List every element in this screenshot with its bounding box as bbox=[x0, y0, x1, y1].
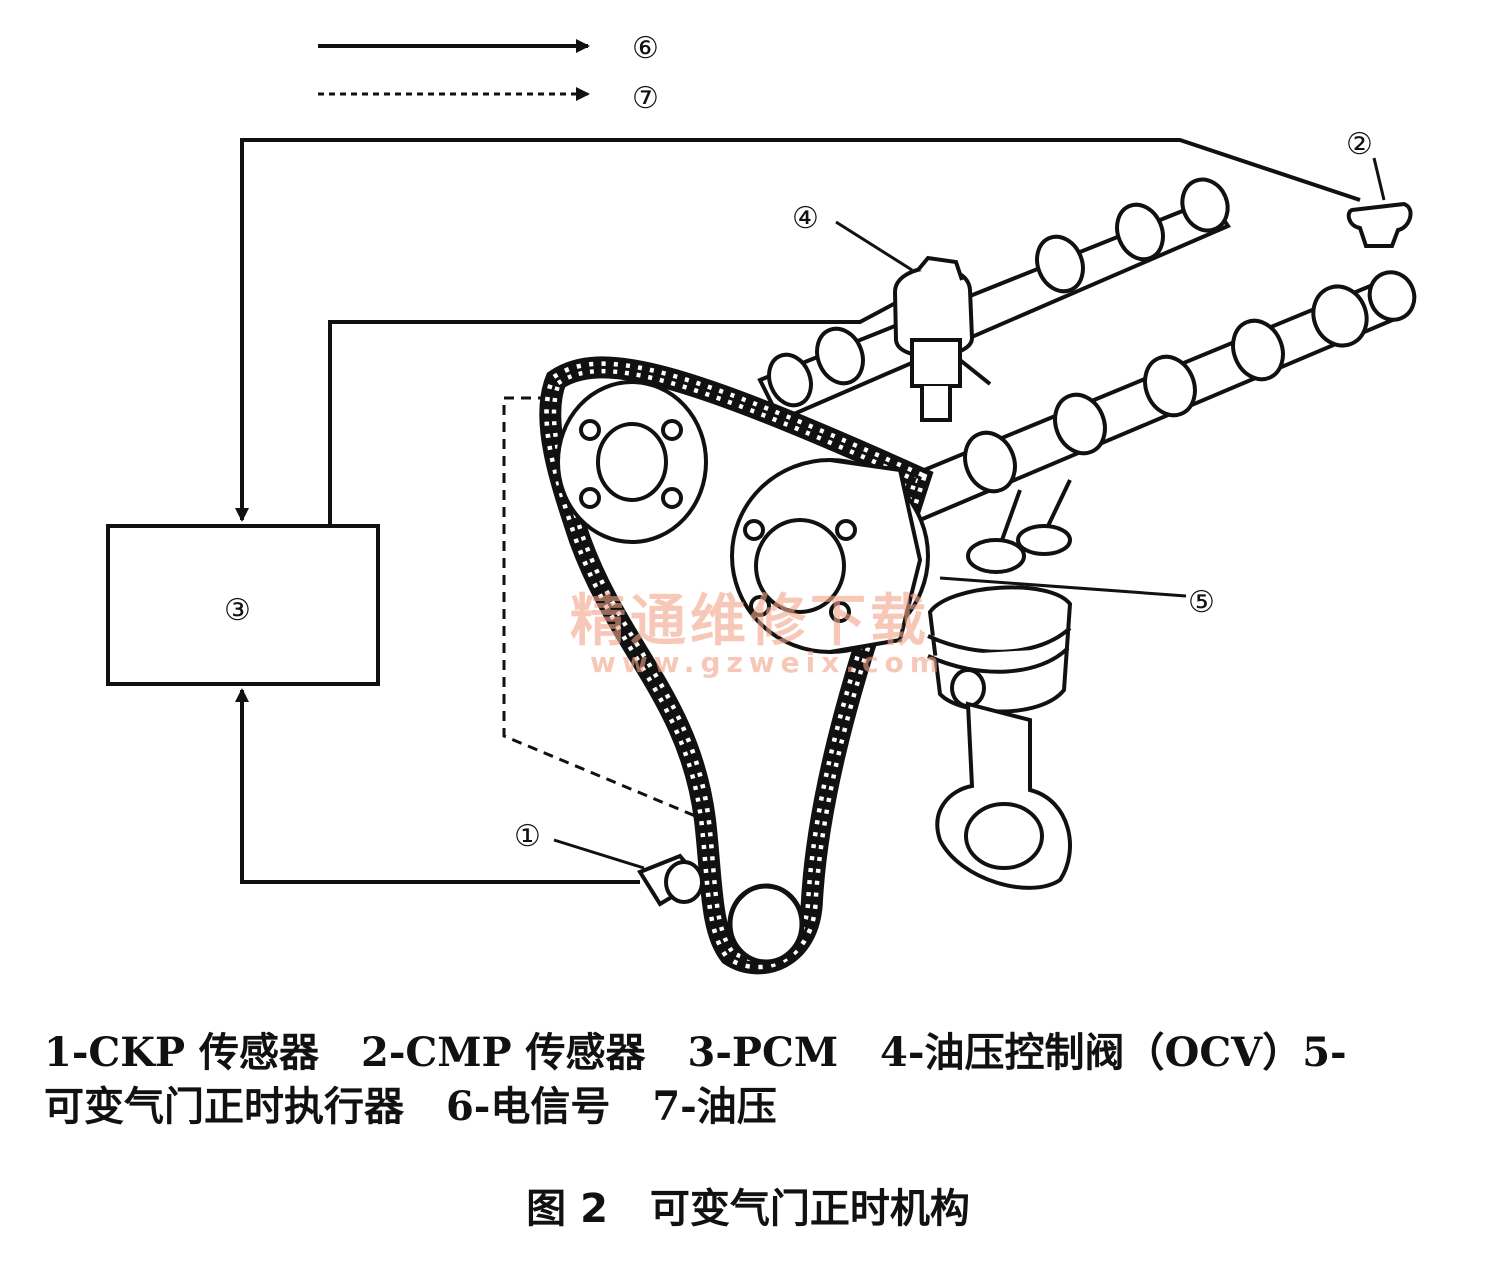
watermark-url: www.gzweix.com bbox=[590, 646, 945, 679]
ocv-control-line bbox=[328, 296, 906, 526]
caption-item-7: 7-油压 bbox=[652, 1083, 777, 1130]
figure-title-text: 可变气门正时机构 bbox=[649, 1186, 970, 1232]
ocv-callout-label: ④ bbox=[792, 201, 819, 236]
figure-caption: 1-CKP 传感器 2-CMP 传感器 3-PCM 4-油压控制阀（OCV）5-… bbox=[44, 1026, 1464, 1134]
intake-cam-sprocket bbox=[556, 380, 708, 544]
camshaft-front bbox=[897, 270, 1417, 523]
callout-actuator: ⑤ bbox=[939, 576, 1215, 620]
cmp-signal-line bbox=[235, 138, 1361, 522]
oil-control-valve bbox=[892, 255, 992, 422]
caption-item-1: 1-CKP 传感器 bbox=[44, 1029, 320, 1076]
piston bbox=[927, 585, 1073, 714]
pcm-label: ③ bbox=[224, 593, 251, 628]
caption-item-4: 4-油压控制阀（OCV）5- bbox=[880, 1029, 1347, 1076]
figure-number: 图 2 bbox=[526, 1186, 608, 1232]
caption-item-2: 2-CMP 传感器 bbox=[360, 1029, 646, 1076]
ckp-sensor bbox=[637, 853, 704, 907]
caption-item-3: 3-PCM bbox=[687, 1029, 839, 1076]
ckp-callout-label: ① bbox=[514, 819, 541, 854]
signal-wiring bbox=[235, 138, 1361, 884]
legend-dashed-label: ⑦ bbox=[632, 81, 659, 116]
watermark: 精通维修下载 www.gzweix.com bbox=[570, 589, 945, 679]
pcm-box: ③ bbox=[106, 524, 380, 686]
camshaft-rear bbox=[757, 177, 1232, 423]
cmp-sensor bbox=[1346, 201, 1413, 248]
connecting-rod bbox=[935, 701, 1072, 890]
watermark-text: 精通维修下载 bbox=[570, 589, 930, 654]
cmp-callout-label: ② bbox=[1346, 127, 1373, 162]
legend: ⑥ ⑦ bbox=[318, 31, 659, 116]
callout-cmp: ② bbox=[1346, 127, 1386, 201]
callout-ocv: ④ bbox=[792, 201, 913, 272]
crank-sprocket bbox=[727, 883, 805, 965]
vvt-actuator bbox=[730, 458, 930, 654]
caption-item-6: 6-电信号 bbox=[445, 1083, 611, 1130]
figure-title: 图 2 可变气门正时机构 bbox=[0, 1176, 1496, 1234]
caption-item-5: 可变气门正时执行器 bbox=[44, 1083, 404, 1130]
callout-ckp: ① bbox=[514, 819, 645, 870]
valves bbox=[966, 479, 1072, 574]
legend-solid-label: ⑥ bbox=[632, 31, 659, 66]
ckp-signal-line bbox=[235, 688, 640, 884]
actuator-callout-label: ⑤ bbox=[1188, 585, 1215, 620]
vvt-diagram: ⑥ ⑦ ③ bbox=[106, 31, 1417, 975]
oil-pressure-line bbox=[502, 396, 706, 822]
